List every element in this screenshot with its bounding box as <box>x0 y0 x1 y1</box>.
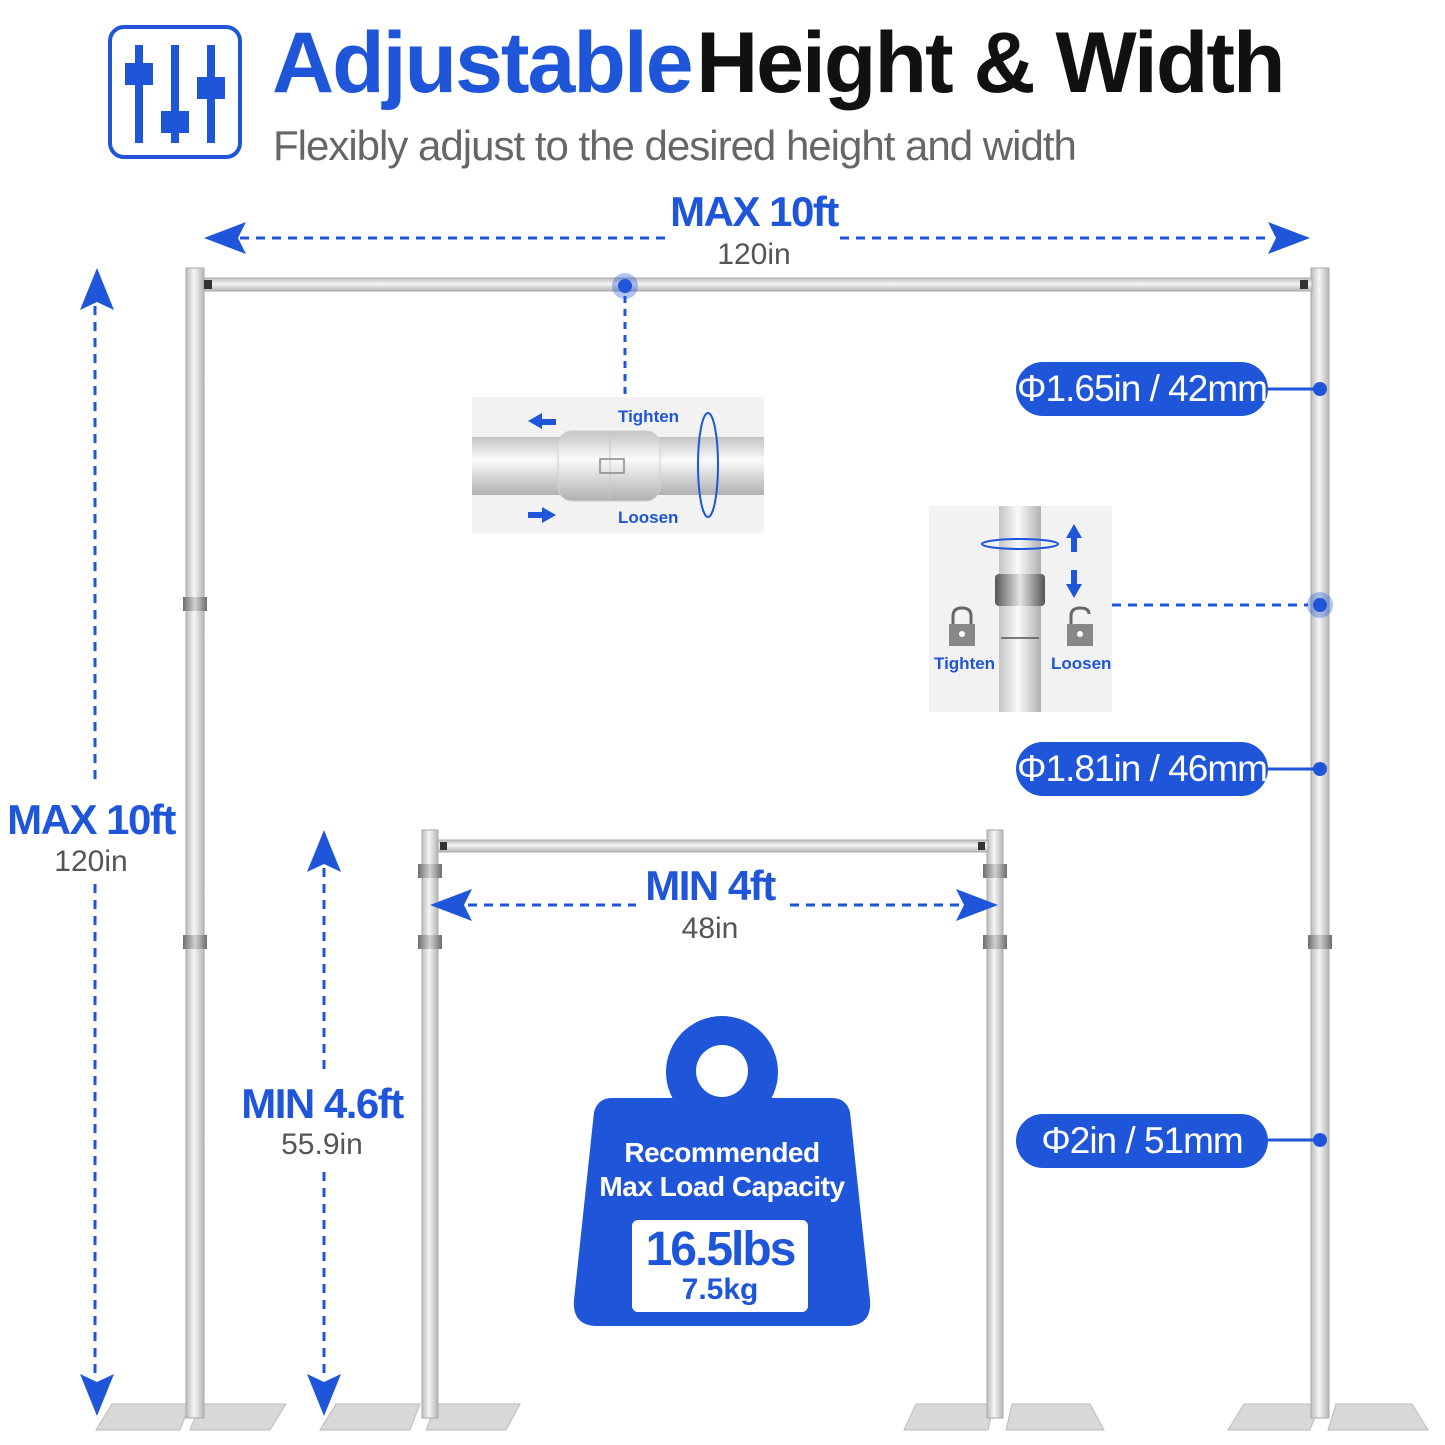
max-width-label: MAX 10ft <box>670 188 839 235</box>
right-arrow-icon <box>528 507 556 523</box>
adjust-sliders-icon <box>108 25 242 159</box>
load-caption-line1: Recommended <box>624 1137 820 1168</box>
lock-open-icon <box>1067 606 1093 646</box>
min-height-label: MIN 4.6ft <box>241 1080 404 1127</box>
small-crossbar <box>437 839 989 853</box>
weight-hole <box>696 1045 748 1097</box>
small-right-upright <box>986 829 1004 1419</box>
rotate-arrow-icon <box>981 538 1059 550</box>
max-height-arrow <box>80 268 114 1416</box>
min-height-arrow <box>307 830 341 1416</box>
upright-joint-inset: Tighten Loosen <box>929 506 1112 712</box>
max-width-arrow <box>204 222 1310 254</box>
page-title: Adjustable Height & Width <box>272 14 1286 113</box>
small-left-upright <box>421 829 439 1419</box>
right-upright <box>1310 267 1330 1419</box>
base-plate <box>95 1403 1429 1431</box>
rotate-arrow-icon <box>697 412 719 518</box>
lock-closed-icon <box>949 606 975 646</box>
load-value-kg: 7.5kg <box>681 1273 759 1306</box>
crossbar-joint-leader <box>612 273 638 398</box>
min-width-label: MIN 4ft <box>645 862 776 909</box>
diameter-top-badge: Φ1.65in / 42mm <box>1016 362 1268 416</box>
load-caption: Recommended Max Load Capacity <box>590 1136 854 1204</box>
up-down-arrow-icon <box>1066 524 1082 598</box>
upright-tighten-label: Tighten <box>934 654 996 673</box>
page-subtitle: Flexibly adjust to the desired height an… <box>273 122 1077 169</box>
title-highlight: Adjustable <box>272 15 694 111</box>
min-width-arrow <box>430 889 998 921</box>
diameter-bottom-badge: Φ2in / 51mm <box>1016 1114 1268 1168</box>
min-height-sublabel: 55.9in <box>281 1128 363 1161</box>
crossbar-tighten-label: Tighten <box>618 407 680 426</box>
diameter-middle-badge: Φ1.81in / 46mm <box>1016 742 1268 796</box>
load-caption-line2: Max Load Capacity <box>599 1171 845 1202</box>
max-height-sublabel: 120in <box>54 845 128 878</box>
load-value-lbs: 16.5lbs <box>645 1223 797 1276</box>
top-crossbar <box>203 277 1313 292</box>
title-rest: Height & Width <box>696 15 1285 111</box>
max-width-sublabel: 120in <box>717 238 791 271</box>
crossbar-joint-inset: Tighten Loosen <box>472 397 764 533</box>
load-value-box: 16.5lbs 7.5kg <box>632 1220 808 1312</box>
upright-joint-leader <box>1112 592 1333 618</box>
diameter-leaders <box>1268 382 1327 1147</box>
max-height-label: MAX 10ft <box>7 796 176 843</box>
left-upright <box>185 267 205 1419</box>
upright-loosen-label: Loosen <box>1051 654 1112 673</box>
min-width-sublabel: 48in <box>681 912 739 945</box>
left-arrow-icon <box>528 413 556 429</box>
crossbar-loosen-label: Loosen <box>618 508 679 527</box>
